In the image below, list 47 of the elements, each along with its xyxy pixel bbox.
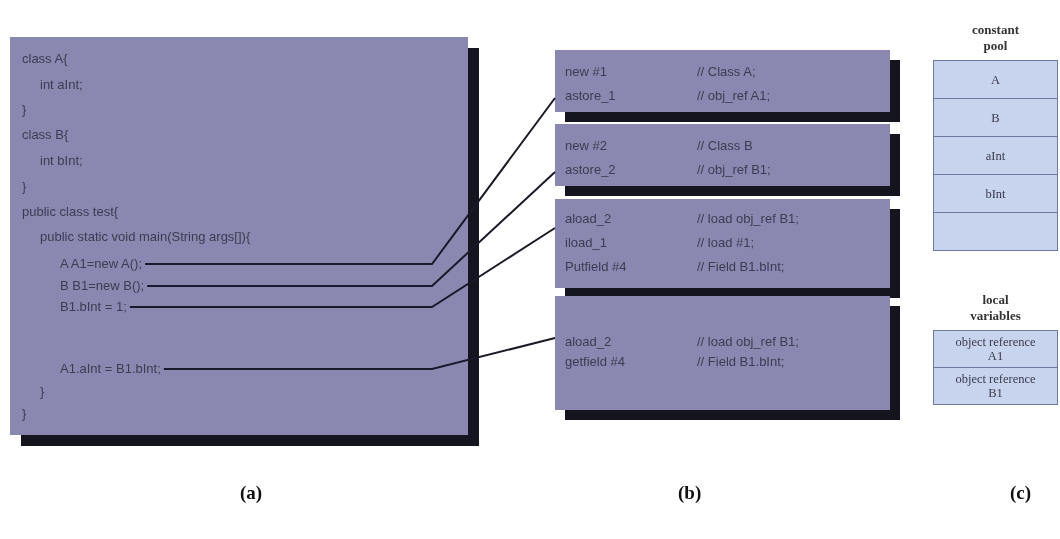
panel-caption: (b) — [678, 482, 702, 504]
bytecode-instruction: getfield #4 — [565, 354, 625, 370]
code-line: int bInt; — [40, 153, 83, 169]
code-line: A A1=new A(); — [60, 255, 143, 273]
panel-caption: (a) — [240, 482, 263, 504]
bytecode-instruction: new #2 — [565, 138, 607, 154]
code-line: int aInt; — [40, 77, 83, 93]
bytecode-instruction: new #1 — [565, 64, 607, 80]
bytecode-instruction: aload_2 — [565, 334, 612, 350]
leader-line — [128, 227, 556, 308]
cell-text: B — [990, 110, 1001, 125]
cell-text: object reference B1 — [954, 372, 1037, 400]
code-comment: // Field B1.bInt; — [697, 259, 785, 275]
code-comment: // obj_ref A1; — [697, 88, 770, 104]
code-line: public class test{ — [22, 204, 119, 220]
cell-text: bInt — [984, 186, 1007, 201]
bytecode-instruction: astore_1 — [565, 88, 616, 104]
cell-text: A — [990, 72, 1001, 87]
table-heading: local variables — [969, 292, 1022, 324]
code-line: public static void main(String args[]){ — [40, 229, 251, 245]
code-comment: // load #1; — [697, 235, 755, 251]
panel-caption: (c) — [1010, 482, 1032, 504]
code-comment: // load obj_ref B1; — [697, 334, 799, 350]
code-line: class A{ — [22, 51, 68, 67]
leader-line — [162, 337, 556, 370]
bytecode-instruction: iload_1 — [565, 235, 607, 251]
bytecode-instruction: astore_2 — [565, 162, 616, 178]
bytecode-instruction: aload_2 — [565, 211, 612, 227]
code-line: class B{ — [22, 127, 69, 143]
code-line: } — [22, 179, 27, 195]
code-comment: // Class B — [697, 138, 753, 154]
cell-text: object reference A1 — [954, 335, 1037, 363]
code-line: } — [22, 102, 27, 118]
leader-line — [144, 97, 556, 265]
code-line: B1.bInt = 1; — [60, 298, 127, 316]
code-line: } — [22, 406, 27, 422]
code-comment: // load obj_ref B1; — [697, 211, 799, 227]
code-line: A1.aInt = B1.bInt; — [60, 360, 161, 378]
code-line: } — [40, 384, 45, 400]
cell-text: aInt — [984, 148, 1007, 163]
code-line: B B1=new B(); — [60, 277, 145, 295]
bytecode-instruction: Putfield #4 — [565, 259, 627, 275]
code-comment: // obj_ref B1; — [697, 162, 771, 178]
leader-line — [146, 171, 556, 287]
code-comment: // Class A; — [697, 64, 756, 80]
code-comment: // Field B1.bInt; — [697, 354, 785, 370]
table-heading: constant pool — [971, 22, 1020, 54]
